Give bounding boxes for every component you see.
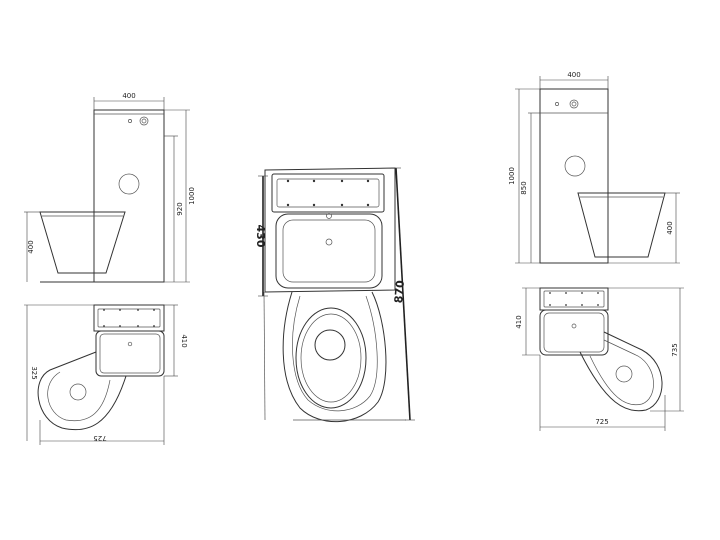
left-elevation-view: 400 1000 920 400 bbox=[24, 92, 196, 283]
right-flush-button bbox=[569, 99, 579, 109]
left-plan-side-label: 325 bbox=[30, 366, 38, 379]
center-tank-depth-label: 430 bbox=[254, 225, 267, 248]
center-toilet-drain bbox=[314, 329, 346, 361]
center-plan-view: 430 870 bbox=[254, 167, 415, 422]
right-elevation-view: 400 1000 850 400 bbox=[508, 71, 680, 264]
left-plan-view: 410 325 725 bbox=[24, 304, 188, 445]
right-sensor bbox=[555, 102, 559, 106]
left-flush-button bbox=[139, 116, 149, 126]
right-plan-depth-label: 410 bbox=[515, 315, 523, 328]
right-plan-side-label: 735 bbox=[671, 343, 679, 356]
left-bowl-height-label: 400 bbox=[27, 240, 35, 253]
left-plan-drain bbox=[69, 383, 87, 401]
right-bowl bbox=[577, 192, 666, 258]
right-plan-basin bbox=[539, 309, 609, 356]
center-toilet-seat bbox=[295, 307, 367, 409]
left-height-inner-label: 920 bbox=[176, 202, 184, 215]
right-bowl-height-label: 400 bbox=[666, 221, 674, 234]
left-height-total-label: 1000 bbox=[188, 187, 196, 205]
left-sensor bbox=[128, 119, 132, 123]
left-bowl bbox=[39, 211, 126, 274]
left-plan-bowl bbox=[37, 351, 127, 431]
left-top-width-label: 400 bbox=[122, 92, 135, 100]
right-plan-width-label: 725 bbox=[595, 418, 608, 426]
right-plan-bowl bbox=[579, 331, 663, 412]
center-basin bbox=[275, 213, 383, 289]
center-total-length-label: 870 bbox=[392, 279, 407, 303]
right-access-hole bbox=[564, 155, 586, 177]
right-plan-drain bbox=[615, 365, 633, 383]
right-height-inner-label: 850 bbox=[520, 181, 528, 194]
right-height-total-label: 1000 bbox=[508, 167, 516, 185]
center-tank bbox=[271, 173, 385, 213]
center-basin-drain bbox=[325, 238, 333, 246]
right-plan-view: 410 735 725 bbox=[515, 287, 684, 431]
center-toilet-bowl bbox=[282, 291, 387, 422]
left-plan-depth-label: 410 bbox=[180, 334, 188, 347]
left-plan-width-label: 725 bbox=[93, 434, 106, 442]
left-cabinet bbox=[93, 109, 165, 283]
center-outline bbox=[264, 167, 396, 293]
right-top-width-label: 400 bbox=[567, 71, 580, 79]
left-plan-basin bbox=[95, 330, 165, 377]
left-access-hole bbox=[118, 173, 140, 195]
